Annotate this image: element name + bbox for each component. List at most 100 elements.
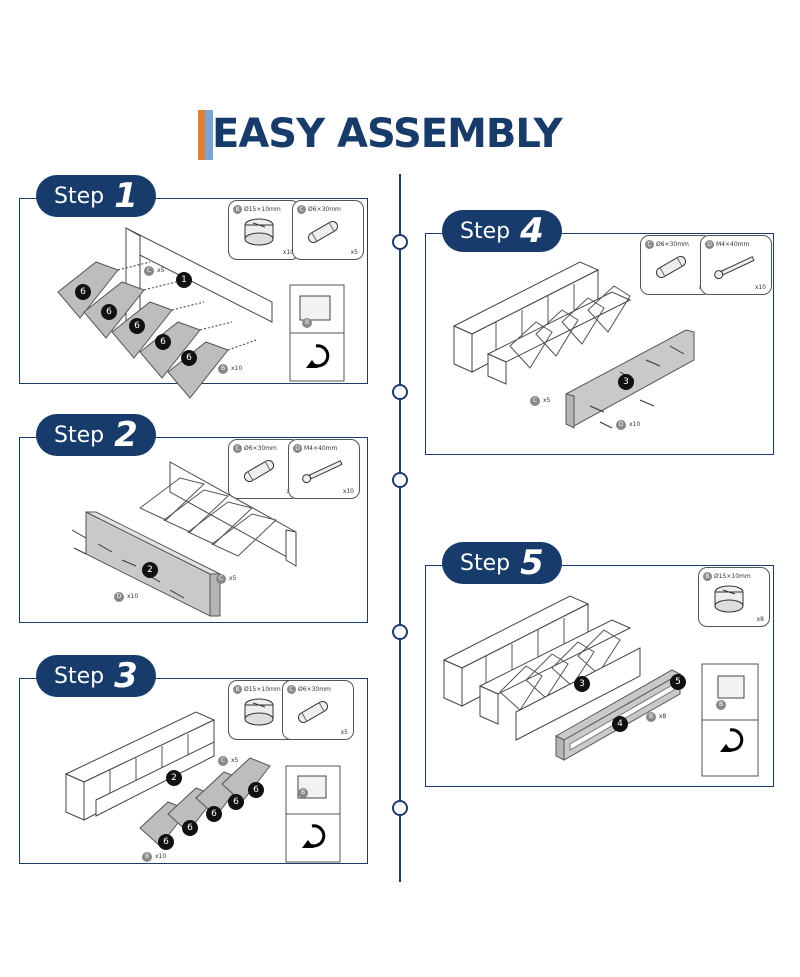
part-callout: 6: [158, 834, 174, 850]
step-number: 1: [114, 176, 138, 216]
hw-callout-c: C: [218, 756, 228, 766]
step-3-badge: Step 3: [36, 655, 156, 697]
hw-callout-c: C: [530, 396, 540, 406]
hardware-letter: C: [233, 444, 242, 453]
hw-callout-qty: x10: [155, 853, 167, 860]
hardware-spec: Ø6×30mm: [656, 241, 689, 248]
part-callout: 3: [574, 676, 590, 692]
part-callout: 6: [75, 284, 91, 300]
hw-callout-qty: x5: [157, 267, 165, 274]
timeline-node: [392, 384, 408, 400]
hardware-qty: x8: [756, 616, 764, 623]
timeline-line: [399, 174, 401, 882]
hardware-spec: Ø15×10mm: [244, 206, 281, 213]
dowel-icon: [243, 460, 275, 482]
hw-callout-b: B: [646, 712, 656, 722]
timeline-node: [392, 472, 408, 488]
hw-callout-d: D: [616, 420, 626, 430]
part-callout: 6: [101, 304, 117, 320]
step-number: 2: [114, 415, 138, 455]
dowel-icon: [307, 221, 339, 243]
dowel-icon: [297, 701, 329, 723]
part-callout: 6: [248, 782, 264, 798]
part-callout: 5: [670, 674, 686, 690]
hardware-letter: B: [703, 572, 712, 581]
hardware-qty: x10: [342, 488, 354, 495]
step-1-badge: Step 1: [36, 175, 156, 217]
detail-callout-b: B: [716, 700, 726, 710]
hw-callout-qty: x10: [127, 593, 139, 600]
hardware-spec: Ø6×30mm: [244, 445, 277, 452]
title-text: EASY ASSEMBLY: [212, 111, 563, 157]
step-number: 5: [520, 543, 544, 583]
step-word: Step: [54, 183, 105, 209]
step-number: 3: [114, 656, 138, 696]
hardware-qty: x10: [282, 249, 294, 256]
title-accent-blue: [205, 110, 213, 160]
hw-callout-c: C: [216, 574, 226, 584]
step-word: Step: [460, 550, 511, 576]
part-callout: 6: [155, 334, 171, 350]
step-word: Step: [54, 663, 105, 689]
screw-icon: [714, 256, 755, 280]
timeline-node: [392, 234, 408, 250]
part-callout: 2: [166, 770, 182, 786]
cam-lock-icon: [244, 698, 274, 726]
hw-callout-c: C: [144, 266, 154, 276]
hardware-letter: D: [293, 444, 302, 453]
part-callout: 6: [182, 820, 198, 836]
step-word: Step: [54, 422, 105, 448]
hw-callout-qty: x5: [231, 757, 239, 764]
hardware-spec: M4×40mm: [304, 445, 338, 452]
part-callout: 2: [142, 562, 158, 578]
part-callout: 3: [618, 374, 634, 390]
hw-callout-b: B: [218, 364, 228, 374]
hardware-spec: Ø6×30mm: [298, 686, 331, 693]
part-callout: 1: [176, 272, 192, 288]
step-2-badge: Step 2: [36, 414, 156, 456]
hardware-spec: Ø15×10mm: [714, 573, 751, 580]
hw-callout-qty: x10: [231, 365, 243, 372]
hardware-spec: Ø6×30mm: [308, 206, 341, 213]
title-accent-orange: [198, 110, 205, 160]
hw-callout-qty: x5: [543, 397, 551, 404]
part-callout: 6: [181, 350, 197, 366]
step-5-badge: Step 5: [442, 542, 562, 584]
step-word: Step: [460, 218, 511, 244]
detail-callout-b: B: [298, 788, 308, 798]
hardware-qty: x5: [340, 729, 348, 736]
detail-callout-b: B: [302, 318, 312, 328]
hardware-letter: C: [297, 205, 306, 214]
step-4-badge: Step 4: [442, 210, 562, 252]
step-number: 4: [520, 211, 544, 251]
cam-lock-icon: [244, 218, 274, 246]
hw-callout-qty: x10: [629, 421, 641, 428]
hardware-letter: C: [287, 685, 296, 694]
screw-icon: [302, 460, 343, 484]
cam-lock-icon: [714, 585, 744, 613]
part-callout: 6: [228, 794, 244, 810]
hardware-spec: Ø15×10mm: [244, 686, 281, 693]
hw-callout-d: D: [114, 592, 124, 602]
hw-callout-qty: x8: [659, 713, 667, 720]
hardware-qty: x10: [754, 284, 766, 291]
timeline-node: [392, 624, 408, 640]
part-callout: 6: [129, 318, 145, 334]
hardware-spec: M4×40mm: [716, 241, 750, 248]
hw-callout-qty: x5: [229, 575, 237, 582]
hw-callout-b: B: [142, 852, 152, 862]
dowel-icon: [655, 256, 687, 278]
hardware-letter: C: [645, 240, 654, 249]
hardware-letter: B: [233, 205, 242, 214]
timeline-node: [392, 800, 408, 816]
hardware-letter: D: [705, 240, 714, 249]
part-callout: 4: [612, 716, 628, 732]
part-callout: 6: [206, 806, 222, 822]
hardware-letter: B: [233, 685, 242, 694]
